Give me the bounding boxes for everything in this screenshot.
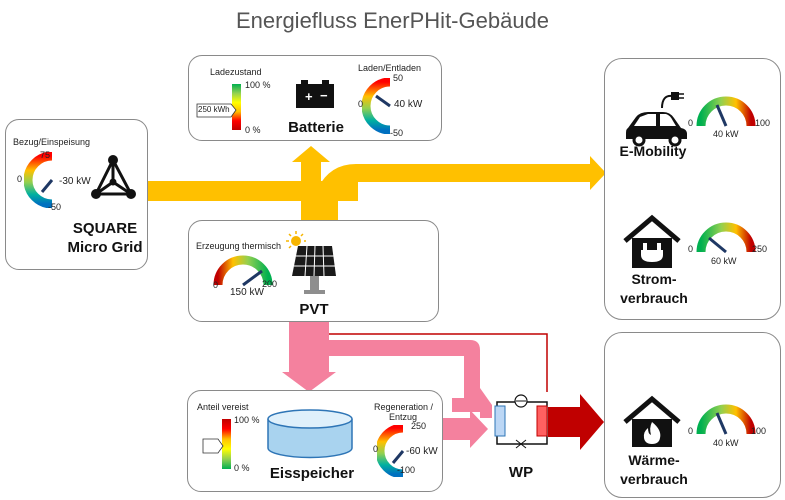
emobility-title: E-Mobility: [619, 143, 687, 159]
microgrid-value: -30 kW: [59, 176, 91, 187]
ice-share-pointer: [202, 438, 224, 454]
emobility-max: 100: [755, 118, 771, 128]
pvt-max: 200: [262, 279, 278, 289]
diagram-title: Energiefluss EnerPHit-Gebäude: [235, 8, 550, 33]
emobility-min: 0: [688, 118, 694, 128]
power-value: 60 kW: [711, 256, 737, 266]
svg-text:−: −: [320, 88, 328, 103]
heat-output-arrow: [548, 394, 604, 450]
pvt-title: PVT: [299, 301, 329, 318]
battery-rate-gauge: [362, 78, 391, 134]
battery-soc-bar: [232, 84, 241, 130]
microgrid-max: 75: [40, 150, 51, 160]
power-title-line2: verbrauch: [620, 290, 688, 306]
microgrid-title-line2: Micro Grid: [67, 239, 143, 256]
microgrid-min: -50: [48, 202, 62, 212]
battery-rate-max: 50: [393, 73, 404, 83]
battery-soc-max: 100 %: [245, 80, 271, 90]
battery-soc-label: Ladezustand: [210, 67, 262, 77]
ice-share-min: 0 %: [234, 463, 250, 473]
ice-regen-label-line1: Regeneration /: [374, 402, 434, 412]
battery-soc-pointer: [196, 103, 237, 118]
battery-soc-value: 250 kWh: [198, 105, 230, 114]
pvt-min: 0: [213, 280, 219, 290]
heat-pump-title: WP: [508, 464, 534, 481]
ice-regen-label-line2: Entzug: [389, 412, 418, 422]
power-gauge: [696, 222, 756, 254]
pvt-value: 150 kW: [230, 287, 264, 298]
heat-min: 0: [688, 426, 694, 436]
battery-soc-min: 0 %: [245, 125, 261, 135]
emobility-value: 40 kW: [713, 129, 739, 139]
heat-value: 40 kW: [713, 438, 739, 448]
microgrid-title-line1: SQUARE: [72, 220, 138, 237]
ice-regen-max: 250: [411, 421, 427, 431]
battery-title: Batterie: [288, 119, 344, 136]
power-title-line1: Strom-: [631, 271, 677, 287]
pvt-gauge: [213, 255, 273, 287]
battery-rate-label: Laden/Entladen: [358, 63, 422, 73]
ice-regen-value: -60 kW: [406, 446, 438, 457]
ice-regen-zero: 0: [373, 444, 379, 454]
consumer-panel-upper: [604, 58, 781, 320]
ice-share-label: Anteil vereist: [197, 402, 249, 412]
power-min: 0: [688, 244, 694, 254]
emobility-gauge: [696, 96, 756, 127]
microgrid-label: Bezug/Einspeisung: [13, 137, 91, 147]
heat-title-line1: Wärme-: [628, 452, 680, 468]
thermal-flow: [282, 322, 492, 448]
svg-text:+: +: [305, 89, 313, 104]
pvt-label: Erzeugung thermisch: [196, 241, 282, 251]
ice-share-max: 100 %: [234, 415, 260, 425]
ice-regen-gauge: [377, 425, 405, 477]
microgrid-gauge: [24, 152, 54, 208]
ice-storage-title: Eisspeicher: [269, 465, 355, 482]
power-max: 250: [752, 244, 768, 254]
ice-regen-min: -100: [397, 465, 416, 475]
ice-share-bar: [222, 419, 231, 469]
battery-rate-value: 40 kW: [394, 99, 423, 110]
heat-max: 100: [751, 426, 767, 436]
battery-rate-min: -50: [390, 128, 404, 138]
microgrid-zero: 0: [17, 174, 23, 184]
battery-rate-zero: 0: [358, 99, 364, 109]
heat-gauge: [696, 404, 756, 435]
heat-title-line2: verbrauch: [620, 471, 688, 487]
